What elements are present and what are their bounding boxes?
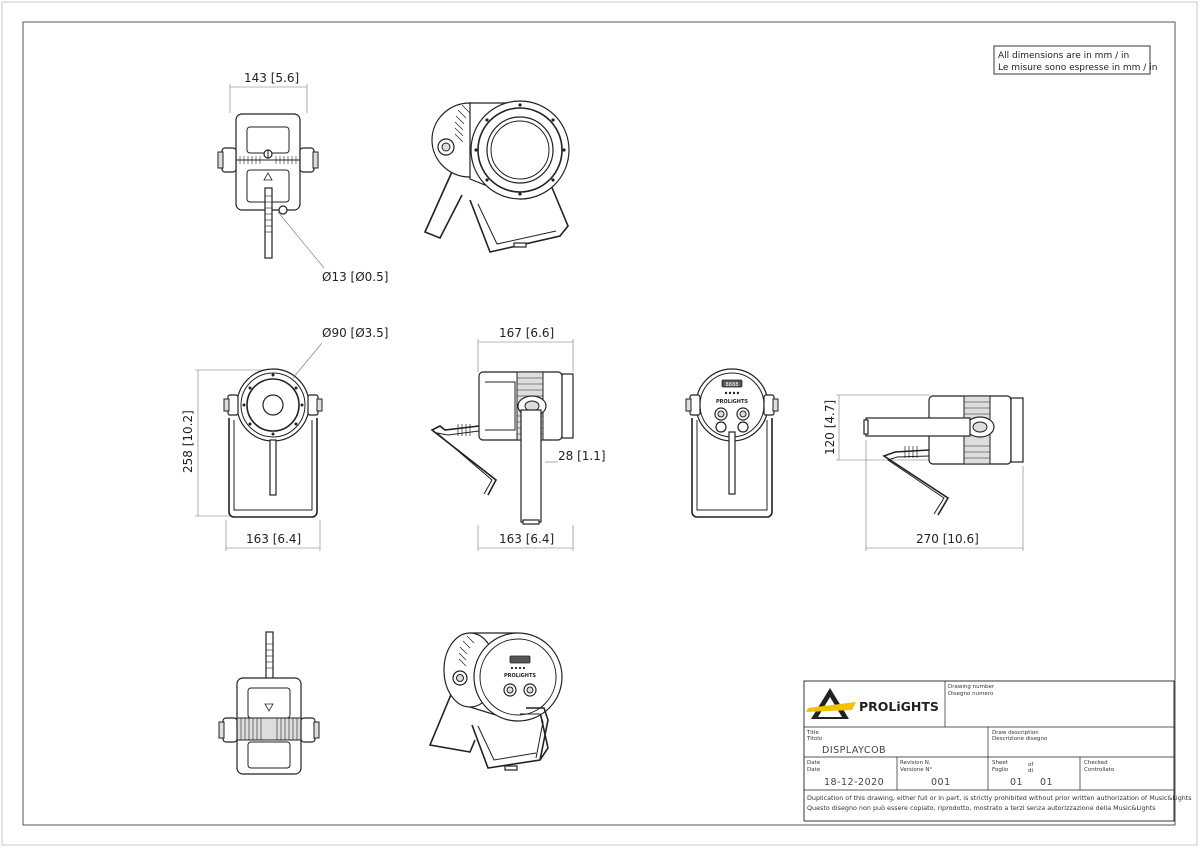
dim-lens-diameter: Ø90 [Ø3.5] xyxy=(322,326,388,340)
date-value: 18-12-2020 xyxy=(824,777,884,788)
rear-view: 8888 PROLiGHTS xyxy=(685,368,779,518)
draw-description-label-it: Descrizione disegno xyxy=(992,736,1048,742)
sheet-label: Sheet xyxy=(992,760,1009,766)
dim-top-width: 143 [5.6] xyxy=(244,71,299,85)
of-label: of xyxy=(1028,762,1034,768)
prolights-logo: PROLiGHTS xyxy=(806,688,939,719)
isometric-front-view xyxy=(423,100,570,253)
sheet-label-it: Foglio xyxy=(992,767,1009,773)
dim-front-width: 163 [6.4] xyxy=(246,532,301,546)
revision-label-it: Versione N° xyxy=(900,767,932,773)
dim-front-height: 258 [10.2] xyxy=(181,410,195,473)
draw-description-label: Draw description xyxy=(992,730,1039,736)
revision-value: 001 xyxy=(931,777,951,788)
drawing-number-label-it: Disegno numero xyxy=(948,691,994,697)
logo-text: PROLiGHTS xyxy=(859,699,939,714)
dim-side-depth: 167 [6.6] xyxy=(499,326,554,340)
dim-cable-diameter: Ø13 [Ø0.5] xyxy=(322,270,388,284)
date-label: Date xyxy=(807,760,821,766)
checked-label-it: Controllato xyxy=(1084,767,1115,773)
title-label: Title xyxy=(806,730,819,736)
title-value: DISPLAYCOB xyxy=(822,745,886,756)
revision-label: Revision N. xyxy=(900,760,931,766)
of-label-it: di xyxy=(1028,768,1033,774)
units-note-line1: All dimensions are in mm / in xyxy=(998,51,1129,61)
title-label-it: Titolo xyxy=(806,736,823,742)
units-note-line2: Le misure sono espresse in mm / in xyxy=(998,63,1157,73)
dim-rear-height: 120 [4.7] xyxy=(823,400,837,455)
date-label-it: Date xyxy=(807,767,821,773)
dim-side-offset: 28 [1.1] xyxy=(558,449,606,463)
title-block: PROLiGHTS Drawing number Disegno numero … xyxy=(803,680,1192,822)
inner-frame xyxy=(22,21,1176,826)
isometric-rear-view: PROLiGHTS xyxy=(428,632,563,771)
drawing-number-label: Drawing number xyxy=(948,684,995,690)
horizontal-side-view: 120 [4.7] 270 [10.6] xyxy=(823,394,1024,551)
bottom-view xyxy=(218,631,320,775)
disclaimer-it: Questo disegno non può essere copiato, r… xyxy=(807,804,1156,812)
rear-display-text: 8888 xyxy=(725,382,738,388)
checked-label: Checked xyxy=(1084,760,1108,766)
units-note: All dimensions are in mm / in Le misure … xyxy=(993,45,1157,75)
side-view: 167 [6.6] 28 [1.1] 163 [6.4] xyxy=(430,326,606,551)
sheet-value: 01 xyxy=(1010,777,1023,788)
of-value: 01 xyxy=(1040,777,1053,788)
top-view: 143 [5.6] Ø13 [Ø0.5] xyxy=(217,71,388,284)
dim-side-bottom-width: 163 [6.4] xyxy=(499,532,554,546)
dim-rear-length: 270 [10.6] xyxy=(916,532,979,546)
disclaimer-en: Duplication of this drawing, either full… xyxy=(807,794,1192,802)
iso-brand-text: PROLiGHTS xyxy=(504,673,536,679)
front-view: 258 [10.2] Ø90 [Ø3.5] 163 [6.4] xyxy=(181,326,388,551)
rear-brand-text: PROLiGHTS xyxy=(716,399,748,405)
